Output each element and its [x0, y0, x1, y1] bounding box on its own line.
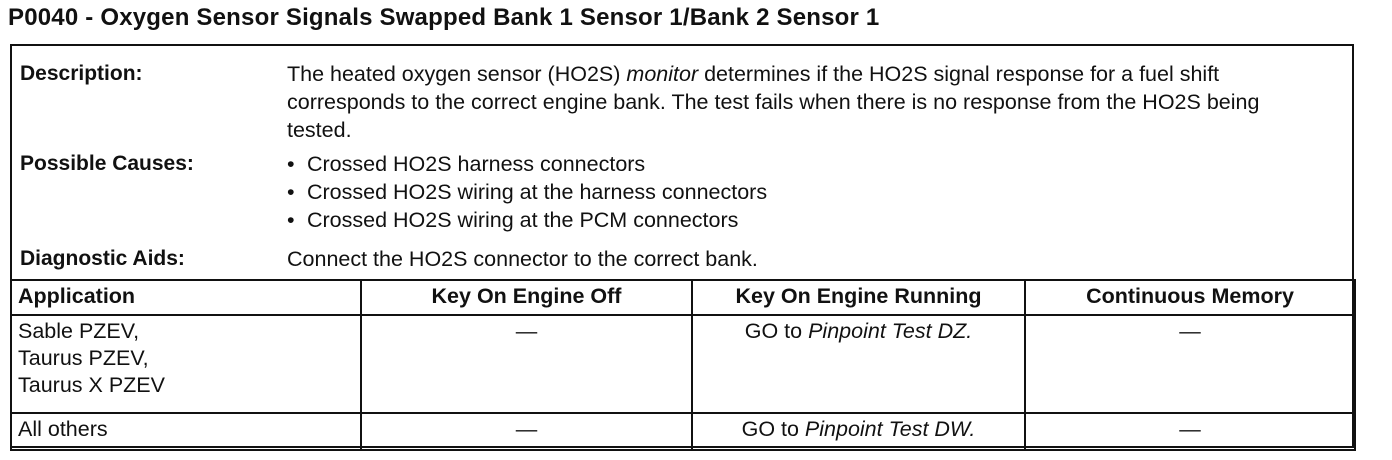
description-label: Description: — [20, 62, 143, 85]
continuous-memory-cell: — — [1024, 314, 1356, 414]
possible-causes-list-wrap: • Crossed HO2S harness connectors • Crosse… — [287, 150, 1327, 234]
pinpoint-test-link: Pinpoint Test DZ. — [808, 319, 973, 343]
application-cell: All others — [10, 412, 362, 451]
list-item: • Crossed HO2S wiring at the PCM connecto… — [287, 206, 1327, 234]
koer-cell: GO to Pinpoint Test DZ. — [691, 314, 1026, 414]
koeo-cell: — — [360, 314, 693, 414]
cause-text: Crossed HO2S wiring at the harness conne… — [307, 180, 768, 204]
bullet-icon: • — [287, 208, 295, 232]
description-text: The heated oxygen sensor (HO2S) monitor … — [287, 60, 1327, 144]
list-item: • Crossed HO2S wiring at the harness conn… — [287, 178, 1327, 206]
application-table: Application Key On Engine Off Key On Eng… — [10, 279, 1356, 451]
table-row: All others — GO to Pinpoint Test DW. — — [10, 412, 1356, 451]
description-text-italic: monitor — [626, 62, 699, 86]
koer-prefix: GO to — [744, 319, 809, 343]
possible-causes-list: • Crossed HO2S harness connectors • Crosse… — [287, 150, 1327, 234]
column-header-koeo: Key On Engine Off — [360, 279, 693, 316]
dtc-info-frame: Description: The heated oxygen sensor (H… — [10, 44, 1356, 451]
list-item: • Crossed HO2S harness connectors — [287, 150, 1327, 178]
koer-cell: GO to Pinpoint Test DW. — [691, 412, 1026, 451]
description-text-start: The heated oxygen sensor (HO2S) — [287, 62, 627, 86]
diagnostic-aids-label: Diagnostic Aids: — [20, 247, 185, 270]
dtc-info-section: Description: The heated oxygen sensor (H… — [12, 46, 1352, 281]
description-text-end: determines if the HO2S signal response f… — [287, 62, 1260, 142]
application-cell: Sable PZEV, Taurus PZEV, Taurus X PZEV — [10, 314, 362, 414]
continuous-memory-cell: — — [1024, 412, 1356, 451]
page-title: P0040 - Oxygen Sensor Signals Swapped Ba… — [8, 4, 880, 31]
table-row: Sable PZEV, Taurus PZEV, Taurus X PZEV —… — [10, 314, 1356, 414]
column-header-koer: Key On Engine Running — [691, 279, 1026, 316]
koeo-cell: — — [360, 412, 693, 451]
bullet-icon: • — [287, 152, 295, 176]
cause-text: Crossed HO2S wiring at the PCM connector… — [307, 208, 739, 232]
bullet-icon: • — [287, 180, 295, 204]
possible-causes-label: Possible Causes: — [20, 152, 194, 175]
pinpoint-test-link: Pinpoint Test DW. — [804, 417, 976, 441]
table-header-row: Application Key On Engine Off Key On Eng… — [10, 279, 1356, 316]
cause-text: Crossed HO2S harness connectors — [307, 152, 646, 176]
diagnostic-aids-text: Connect the HO2S connector to the correc… — [287, 247, 758, 271]
column-header-application: Application — [10, 279, 362, 316]
koer-prefix: GO to — [741, 417, 805, 441]
column-header-continuous-memory: Continuous Memory — [1024, 279, 1356, 316]
